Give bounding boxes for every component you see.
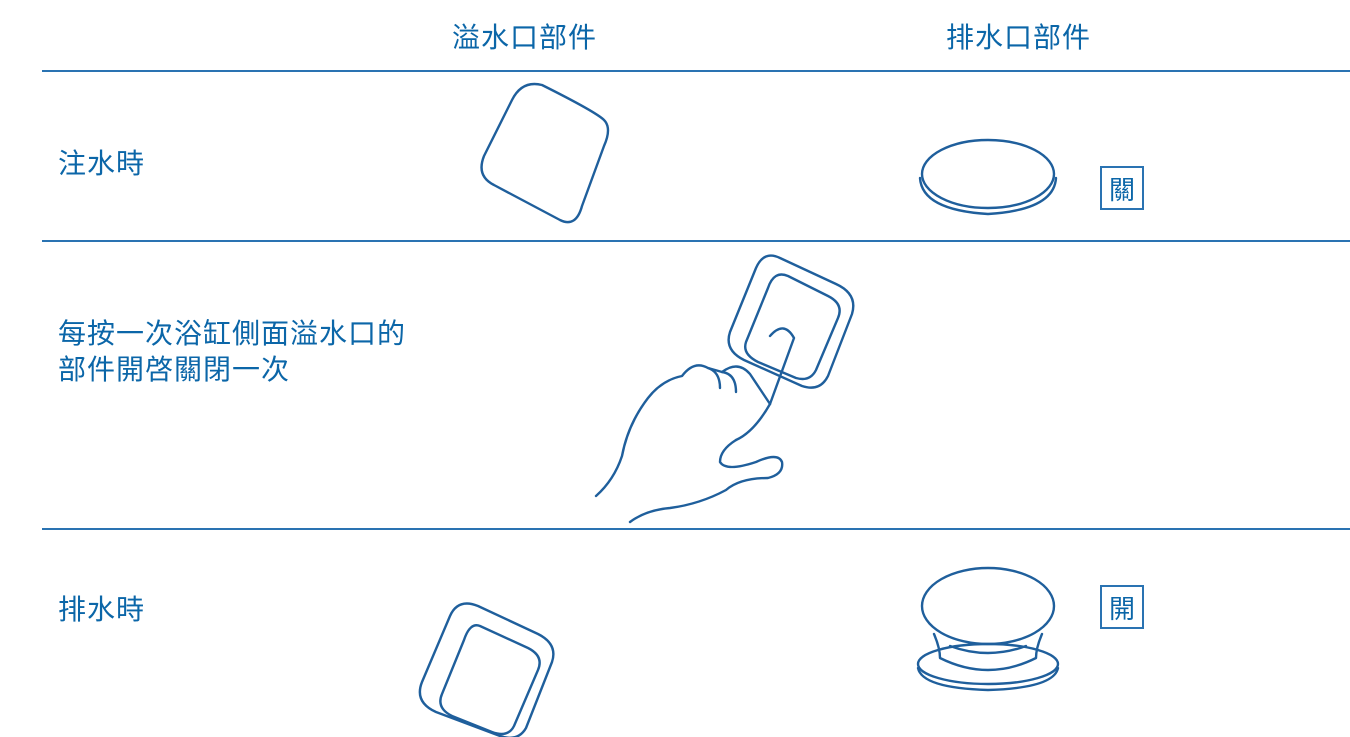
row-label-draining: 排水時 — [58, 593, 146, 626]
drain-state-open-badge: 開 — [1100, 585, 1144, 629]
overflow-part-header: 溢水口部件 — [452, 21, 598, 54]
row-label-pressing-line1: 每按一次浴缸側面溢水口的 — [58, 317, 407, 350]
row-label-pressing: 每按一次浴缸側面溢水口的 部件開啓關閉一次 — [58, 316, 406, 388]
divider-header — [42, 70, 1350, 72]
divider-row2 — [42, 528, 1350, 530]
row-label-pressing-line2: 部件開啓關閉一次 — [58, 353, 291, 386]
row-label-filling: 注水時 — [58, 147, 146, 180]
drain-part-header: 排水口部件 — [946, 21, 1092, 54]
drain-state-closed-badge: 關 — [1100, 166, 1144, 210]
divider-row1 — [42, 240, 1350, 242]
